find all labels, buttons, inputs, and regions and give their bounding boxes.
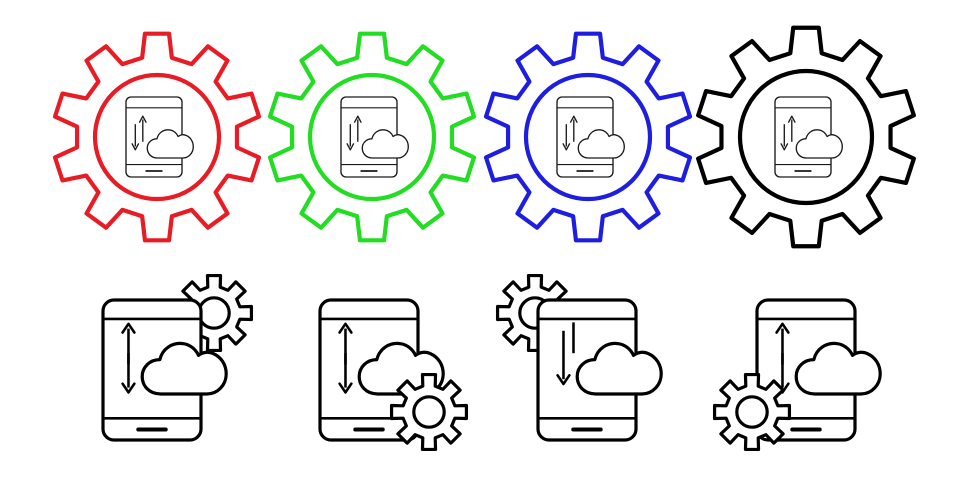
cloud-shape: [575, 341, 663, 396]
gear-outer-ring: [696, 25, 916, 249]
arrow-up-head: [338, 322, 353, 334]
arrow-down-head: [562, 143, 571, 151]
gear-outer-ring: [52, 31, 262, 243]
gear-badge-red[interactable]: [52, 31, 262, 243]
phone-gear-bottom-left[interactable]: [712, 298, 882, 452]
arrow-down-head: [556, 374, 571, 386]
arrow-down-head: [131, 143, 140, 151]
arrow-up-head: [775, 322, 790, 334]
gear-badge-row: [52, 25, 916, 249]
gear-inner-circle: [307, 72, 437, 202]
gear-inner-circle: [737, 68, 875, 206]
gear-badge-green[interactable]: [267, 31, 477, 243]
phone-gear-bottom-right[interactable]: [318, 298, 469, 452]
phone-cloud-sync-icon: [556, 96, 625, 178]
gear-inner-circle: [92, 72, 222, 202]
settings-gear[interactable]: [389, 372, 469, 452]
phone-gear-top-left[interactable]: [495, 273, 663, 442]
gear-outer-ring: [267, 31, 477, 243]
arrow-up-head: [121, 322, 136, 334]
arrow-down-head: [346, 143, 355, 151]
cloud-shape: [146, 129, 194, 159]
phone-gear-variant-row: [101, 273, 882, 452]
arrow-down-head: [338, 382, 353, 394]
gear-outer-ring: [483, 31, 693, 243]
gear-inner-circle: [523, 72, 653, 202]
cloud-shape: [140, 341, 228, 396]
arrow-up-head: [353, 115, 362, 123]
phone-cloud-sync-icon: [125, 96, 194, 178]
phone-gear-top-right[interactable]: [101, 273, 254, 442]
arrow-up-head: [787, 115, 796, 123]
arrow-down-head: [121, 382, 136, 394]
gear-hub-hole: [412, 395, 446, 429]
cloud-shape: [577, 129, 625, 159]
arrow-up-head: [569, 115, 578, 123]
cloud-shape: [361, 129, 409, 159]
arrow-up-head: [138, 115, 147, 123]
gear-hub-hole: [197, 296, 231, 330]
cloud-shape: [795, 129, 843, 159]
settings-gear[interactable]: [712, 372, 792, 452]
gear-badge-black[interactable]: [696, 25, 916, 249]
cloud-shape: [794, 341, 882, 396]
phone-cloud-sync-icon: [774, 96, 843, 178]
gear-hub-hole: [735, 395, 769, 429]
arrow-down-head: [780, 143, 789, 151]
phone-cloud-sync-icon: [340, 96, 409, 178]
gear-badge-blue[interactable]: [483, 31, 693, 243]
